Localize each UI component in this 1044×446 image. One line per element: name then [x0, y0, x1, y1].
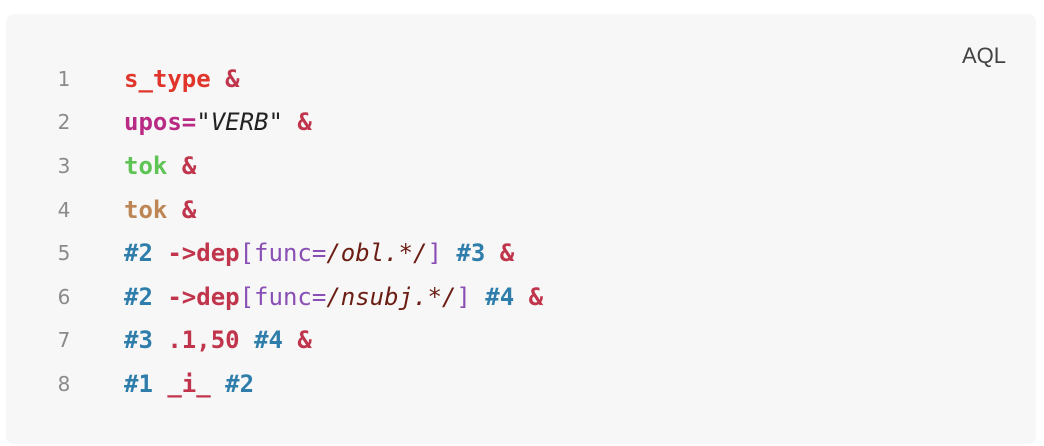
token-space — [153, 239, 167, 267]
line-number: 7 — [57, 328, 71, 353]
language-badge: AQL — [961, 43, 1006, 68]
token-operator: ->dep — [167, 282, 240, 311]
code-text[interactable]: #2 ->dep[func=/obl.*/] #3 & — [124, 239, 514, 267]
code-text[interactable]: #3 .1,50 #4 & — [124, 326, 312, 354]
token-reference: #4 — [485, 282, 515, 311]
token-space — [167, 152, 181, 180]
token-operator: & — [181, 195, 197, 224]
token-quote: " — [196, 108, 211, 137]
code-text[interactable]: s_type & — [124, 65, 240, 93]
token-space — [211, 65, 225, 93]
token-attribute: upos= — [124, 108, 197, 137]
token-edge-label: [func= — [239, 282, 327, 311]
token-space — [514, 283, 528, 311]
token-operator: .1,50 — [167, 326, 240, 355]
token-bracket: ] — [456, 282, 471, 311]
token-reference: #3 — [124, 326, 153, 355]
token-space — [283, 326, 297, 354]
line-number: 2 — [57, 110, 71, 135]
token-operator: & — [297, 108, 312, 137]
token-space — [153, 370, 167, 398]
token-tok: tok — [124, 151, 168, 180]
token-space — [485, 239, 499, 267]
code-text[interactable]: upos="VERB" & — [124, 108, 312, 136]
token-operator: & — [528, 282, 544, 311]
token-reference: #1 — [124, 369, 153, 398]
token-reference: #2 — [124, 239, 153, 268]
line-number: 4 — [57, 197, 71, 222]
token-annotation-name: s_type — [124, 64, 211, 93]
token-space — [153, 283, 167, 311]
token-operator: & — [225, 64, 240, 93]
token-regex: /obl.*/ — [326, 239, 428, 268]
token-edge-label: [func= — [239, 239, 327, 268]
token-operator: & — [181, 151, 197, 180]
token-operator: ->dep — [167, 239, 240, 268]
token-space — [211, 370, 225, 398]
code-text[interactable]: #1 _i_ #2 — [124, 370, 254, 398]
token-reference: #4 — [254, 326, 283, 355]
line-number: 1 — [57, 66, 71, 91]
token-operator: _i_ — [167, 369, 211, 398]
token-space — [283, 108, 297, 136]
token-reference: #2 — [225, 369, 255, 398]
token-string: VERB — [210, 108, 269, 137]
token-reference: #2 — [124, 282, 153, 311]
code-text[interactable]: tok & — [124, 152, 196, 180]
token-space — [153, 326, 167, 354]
token-regex: /nsubj.*/ — [326, 282, 457, 311]
line-number: 8 — [57, 371, 71, 396]
token-space — [471, 283, 485, 311]
code-text[interactable]: #2 ->dep[func=/nsubj.*/] #4 & — [124, 283, 543, 311]
token-tok: tok — [124, 195, 168, 224]
token-bracket: ] — [427, 239, 442, 268]
token-reference: #3 — [456, 239, 486, 268]
line-number: 6 — [57, 284, 71, 309]
token-operator: & — [499, 239, 515, 268]
token-space — [442, 239, 456, 267]
token-space — [240, 326, 254, 354]
line-number: 3 — [57, 153, 71, 178]
token-quote: " — [268, 108, 283, 137]
code-text[interactable]: tok & — [124, 196, 196, 224]
token-operator: & — [297, 326, 312, 355]
token-space — [167, 196, 181, 224]
code-block: AQL 1 s_type & 2 upos="VERB" & 3 tok & 4… — [6, 14, 1036, 444]
line-number: 5 — [57, 241, 71, 266]
